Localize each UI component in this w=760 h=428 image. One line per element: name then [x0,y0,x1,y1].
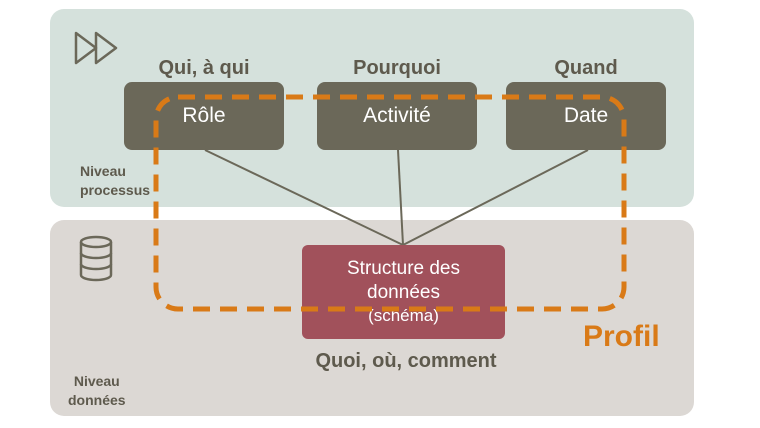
profile-label: Profil [583,320,660,353]
question-when: Quand [554,57,618,79]
role-box: Rôle [124,82,284,150]
data-structure-box: Structure des données (schéma) [302,245,505,339]
date-label: Date [563,104,609,127]
role-label: Rôle [182,104,226,127]
data-level-label: Niveau données [68,373,126,408]
question-why: Pourquoi [353,57,441,79]
question-what-where-how: Quoi, où, comment [315,350,497,372]
structure-label-line3: (schéma) [368,306,439,325]
structure-label-line1: Structure des [347,258,460,279]
process-level-label: Niveau processus [80,163,151,198]
database-icon [79,235,113,282]
activity-box: Activité [317,82,477,150]
structure-label-line2: données [367,282,440,303]
fast-forward-icon [74,31,118,65]
question-who: Qui, à qui [158,57,250,79]
activity-label: Activité [363,104,431,127]
date-box: Date [506,82,666,150]
